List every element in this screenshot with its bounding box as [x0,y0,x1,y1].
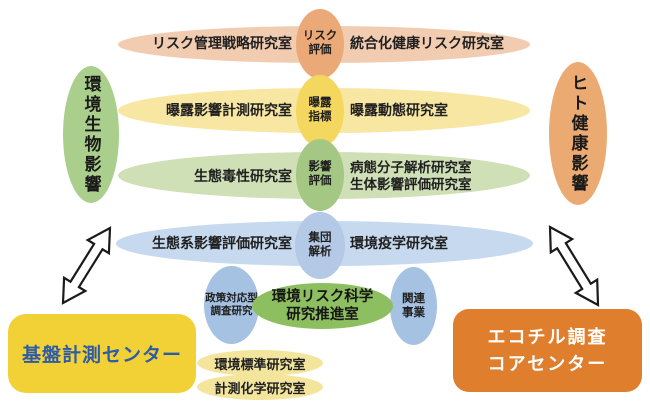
left-domain-label: 環境生物影響 [81,74,101,195]
right-domain-label: ヒト健康影響 [568,73,588,194]
related-projects-ellipse: 関連 事業 [390,267,437,345]
stage-node-exposure-index: 曝露 指標 [296,75,344,147]
right-domain-ellipse: ヒト健康影響 [549,62,607,205]
pathology-bioimpact-labs-label: 病態分子解析研究室 生体影響評価研究室 [350,160,472,192]
stage-node-risk-assessment: リスク 評価 [296,9,344,79]
integrated-health-risk-lab-label: 統合化健康リスク研究室 [350,35,504,51]
measurement-chemistry-lab-ellipse: 計測化学研究室 [197,374,323,400]
ecotoxicology-lab-label: 生態毒性研究室 [194,168,292,184]
policy-research-ellipse: 政策対応型 調査研究 [204,266,259,344]
right-double-arrow-icon [548,225,600,307]
measurement-center-box: 基盤計測センター [8,314,196,393]
standards-lab-ellipse: 環境標準研究室 [197,350,323,376]
stage-node-impact-assessment: 影響 評価 [296,139,344,211]
risk-management-lab-label: リスク管理戦略研究室 [152,35,292,51]
promotion-office-ellipse: 環境リスク科学 研究推進室 [252,283,393,329]
stage-label-exposure-index: 曝露 指標 [308,97,332,123]
stage-label-impact-assessment: 影響 評価 [308,161,332,187]
related-projects-label: 関連 事業 [402,292,425,319]
ecosystem-impact-lab-label: 生態系影響評価研究室 [152,235,292,251]
stage-label-risk-assessment: リスク 評価 [302,30,338,56]
exposure-dynamics-lab-label: 曝露動態研究室 [350,102,448,118]
environmental-epidemiology-lab-label: 環境疫学研究室 [350,235,448,251]
exposure-measurement-lab-label: 曝露影響計測研究室 [166,102,292,118]
standards-lab-label: 環境標準研究室 [214,356,306,372]
promotion-office-label: 環境リスク科学 研究推進室 [271,288,374,323]
policy-research-label: 政策対応型 調査研究 [205,291,258,317]
ecochil-center-label: エコチル調査 コアセンター [487,326,608,374]
left-domain-ellipse: 環境生物影響 [63,66,119,203]
left-double-arrow-icon [61,226,112,305]
measurement-chemistry-lab-label: 計測化学研究室 [214,380,306,396]
measurement-center-label: 基盤計測センター [21,345,182,366]
stage-label-population-analysis: 集団 解析 [308,231,332,258]
stage-node-population-analysis: 集団 解析 [295,212,345,279]
ecochil-center-box: エコチル調査 コアセンター [453,309,642,392]
